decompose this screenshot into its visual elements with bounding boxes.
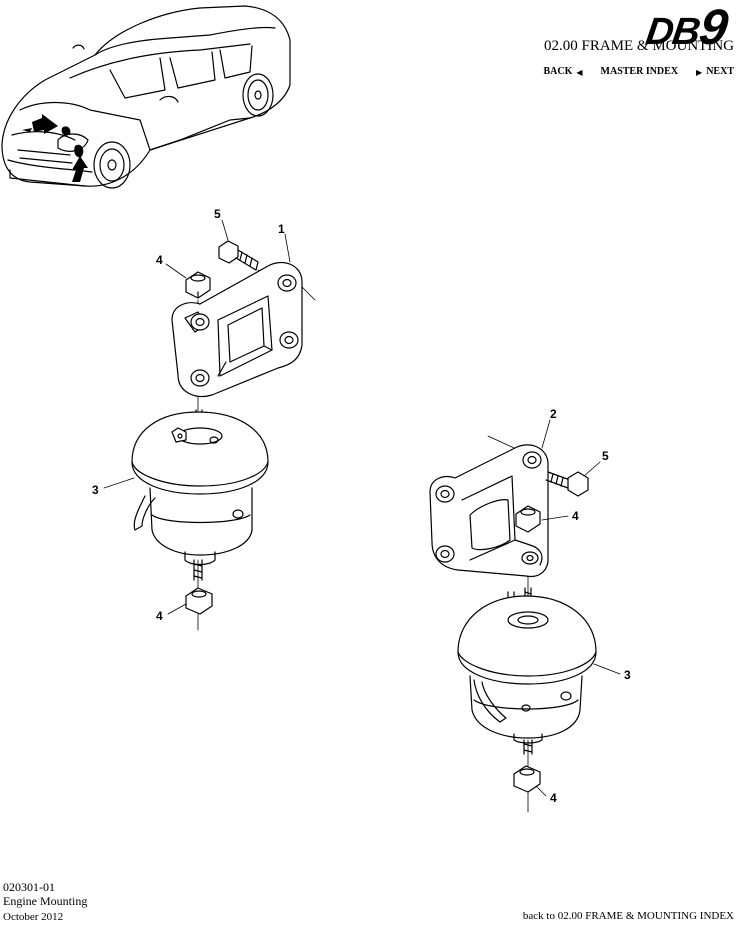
next-link[interactable]: NEXT bbox=[706, 66, 734, 77]
car-illustration bbox=[1, 5, 291, 189]
callout-right-nut-mid: 4 bbox=[572, 509, 579, 523]
left-nut-top bbox=[185, 271, 211, 299]
callout-left-bolt: 5 bbox=[214, 207, 221, 221]
callout-left-bracket: 1 bbox=[278, 222, 285, 236]
right-nut-mid bbox=[515, 505, 541, 533]
footer-date: October 2012 bbox=[3, 911, 64, 923]
car-arrows bbox=[22, 114, 88, 182]
callout-right-nut-bottom: 4 bbox=[550, 791, 557, 805]
callout-left-nut-bottom: 4 bbox=[156, 609, 163, 623]
left-bracket bbox=[171, 261, 303, 397]
left-nut-bottom bbox=[185, 587, 213, 615]
section-title: 02.00 FRAME & MOUNTING bbox=[543, 38, 734, 54]
left-leader-lines bbox=[103, 219, 291, 615]
next-arrow-icon[interactable]: ▶ bbox=[696, 67, 703, 77]
back-link[interactable]: BACK bbox=[543, 66, 573, 77]
back-to-index-link[interactable]: back to 02.00 FRAME & MOUNTING INDEX bbox=[522, 910, 734, 922]
right-leader-lines bbox=[535, 419, 621, 797]
left-bolt bbox=[218, 240, 259, 271]
footer-code: 020301-01 bbox=[3, 880, 55, 894]
right-bolt bbox=[545, 471, 589, 497]
master-index-link[interactable]: MASTER INDEX bbox=[600, 66, 679, 77]
left-engine-mount bbox=[131, 409, 269, 581]
callout-labels: 5 1 4 3 4 2 5 4 3 4 bbox=[92, 207, 631, 805]
right-bracket bbox=[429, 444, 549, 578]
back-arrow-icon[interactable]: ◀ bbox=[576, 67, 583, 77]
callout-left-nut-top: 4 bbox=[156, 253, 163, 267]
callout-right-bolt: 5 bbox=[602, 449, 609, 463]
callout-right-mount: 3 bbox=[624, 668, 631, 682]
footer-name: Engine Mounting bbox=[3, 894, 88, 908]
callout-left-mount: 3 bbox=[92, 483, 99, 497]
right-engine-mount bbox=[457, 587, 597, 755]
nav-bar: BACK ◀ MASTER INDEX ▶ NEXT bbox=[543, 66, 734, 77]
callout-right-bracket: 2 bbox=[550, 407, 557, 421]
right-nut-bottom bbox=[513, 765, 541, 793]
